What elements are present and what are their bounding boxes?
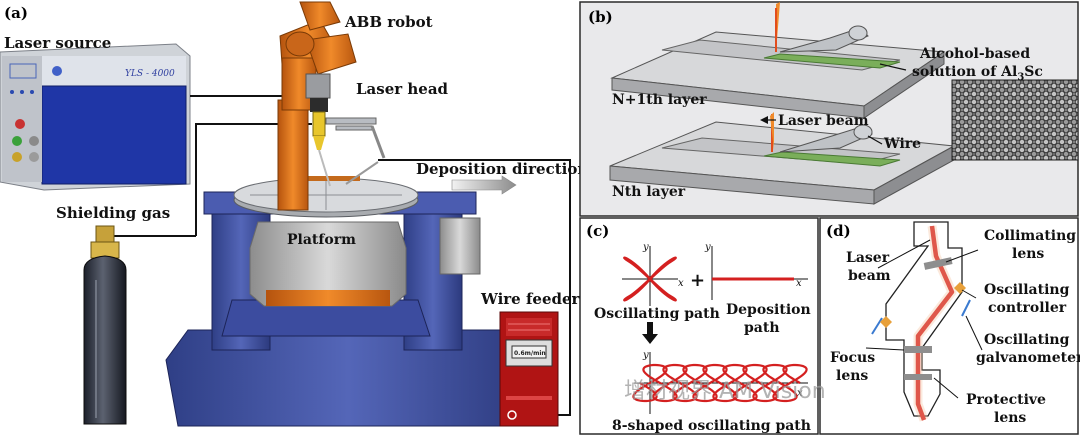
abb-robot [277,1,386,211]
panel-d: (d) Laser beam Collimating lens Oscillat… [819,217,1080,435]
result-path-plot [632,352,808,414]
panel-b-tag: (b) [588,8,613,26]
laser-beam-arrowhead [760,116,768,124]
laser-model-label: YLS - 4000 [125,69,175,79]
laser-beam-label-d2: beam [848,268,891,284]
laser-beam-leader-d [877,239,931,269]
direction-arrow [451,175,517,195]
deposition-path-label-2: path [744,320,780,336]
focus-label-1: Focus [830,350,875,366]
gas-bottle [83,225,127,425]
panel-b: (b) Alcohol-based soluti [579,1,1079,217]
panel-d-frame [819,217,1079,435]
plate-n [609,112,956,205]
eight-shaped-path-line [632,363,808,403]
gas-hose [195,123,312,236]
axis-y-1: y [642,242,649,253]
osc-controller-label-2: controller [988,300,1067,316]
laser-beam-label-b: Laser beam [778,113,869,129]
osc-galvo-label-1: Oscillating [984,332,1070,348]
axis-x-1: x [678,278,684,289]
rotary-housing [249,221,407,307]
wire-feeder [499,311,559,427]
feeder-display: 0.6m/min [514,350,546,357]
n-layer-label: Nth layer [612,184,686,200]
deposition-direction-label: Deposition direction [416,160,588,178]
alcohol-leader [879,63,907,71]
focus-leader [865,347,905,351]
result-path-label: 8-shaped oscillating path [612,418,811,434]
focus-label-2: lens [836,368,868,384]
axis-x-3: x [797,388,803,399]
oscillating-path-plot [622,246,678,306]
plate-n1 [610,2,946,119]
down-arrow [642,322,658,344]
axis-y-3: y [642,350,649,361]
deposition-path-plot [711,246,808,300]
protective-label-1: Protective [966,392,1046,408]
laser-head-label: Laser head [356,80,449,98]
panel-c-frame [579,217,819,435]
plus-sign: + [690,270,705,291]
n1-layer-label: N+1th layer [612,92,707,108]
panel-c-tag: (c) [586,222,609,240]
laser-source-label: Laser source [4,34,111,52]
protective-label-2: lens [994,410,1026,426]
collimating-label-2: lens [1012,246,1044,262]
axis-y-2: y [704,242,711,253]
collimating-leader [945,249,979,263]
wire-leader-b [867,135,883,145]
osc-galvo-label-2: galvanometer [976,350,1080,366]
panel-c: (c) y x + y x Oscillating path Depositio… [579,217,819,435]
collimating-label-1: Collimating [984,228,1076,244]
platform-label: Platform [287,232,356,248]
axis-x-2: x [796,278,802,289]
shielding-gas-label: Shielding gas [56,204,170,222]
panel-a-tag: (a) [4,4,28,22]
abb-robot-label: ABB robot [344,13,433,31]
oscillating-path-label: Oscillating path [594,306,720,322]
galvo-head-schematic [871,221,971,422]
panel-d-tag: (d) [826,222,851,240]
laser-source-unit [0,43,191,191]
osc-controller-label-1: Oscillating [984,282,1070,298]
deposition-path-label-1: Deposition [726,302,811,318]
laser-beam-label-d1: Laser [846,250,890,266]
wire-feeder-label: Wire feeder [480,290,581,308]
platform-disk [233,176,419,218]
controller-leader [961,289,977,299]
watermark: 增材视界 AM Vision [624,379,826,404]
protective-leader [933,377,959,399]
alcohol-label-1: Alcohol-based [919,46,1030,62]
al3sc-micrograph [951,79,1079,161]
galvo-leader [965,315,983,351]
alcohol-label-2: solution of Al3Sc [912,64,1043,83]
panel-a: (a) Laser source YLS - 4000 [0,1,588,427]
wire-label-b: Wire [883,136,921,152]
